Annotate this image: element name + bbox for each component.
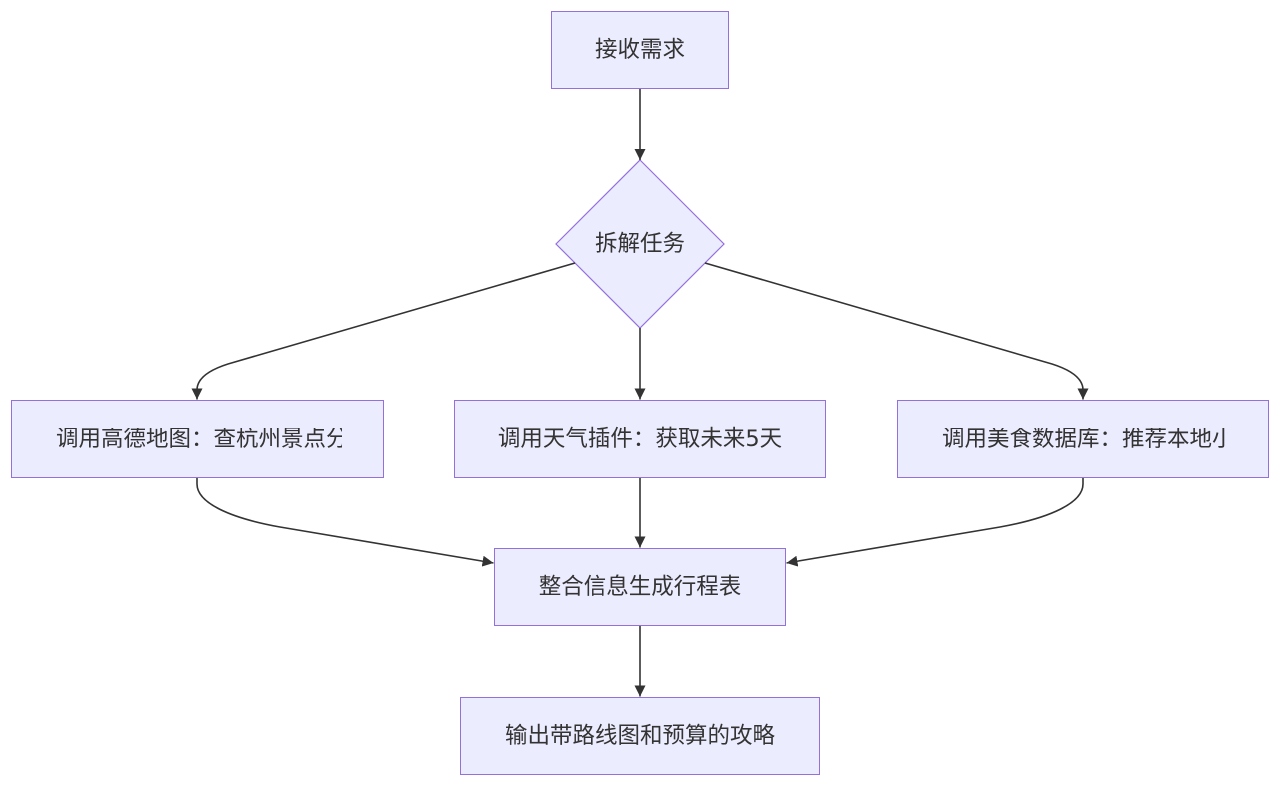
decision-label: 拆解任务 [556, 230, 724, 258]
node-amap-call: 调用高德地图：查杭州景点分 [11, 400, 384, 478]
node-label: 输出带路线图和预算的攻略 [504, 722, 775, 749]
node-food-call: 调用美食数据库：推荐本地小 [897, 400, 1269, 478]
node-label: 整合信息生成行程表 [538, 573, 742, 600]
edge-food-to-integrate [786, 478, 1084, 567]
node-label: 调用高德地图：查杭州景点分 [56, 427, 342, 451]
node-integrate: 整合信息生成行程表 [494, 548, 786, 626]
node-output: 输出带路线图和预算的攻略 [460, 697, 820, 775]
node-weather-call: 调用天气插件：获取未来5天 [454, 400, 826, 478]
node-label: 拆解任务 [594, 230, 685, 257]
edge-decompose-to-food [704, 262, 1089, 400]
node-label: 调用美食数据库：推荐本地小 [942, 427, 1228, 451]
node-label: 接收需求 [594, 36, 685, 63]
node-receive-request: 接收需求 [551, 11, 729, 89]
edge-amap-to-integrate [196, 478, 494, 567]
node-label: 调用天气插件：获取未来5天 [497, 425, 783, 452]
edge-decompose-to-amap [191, 262, 576, 400]
